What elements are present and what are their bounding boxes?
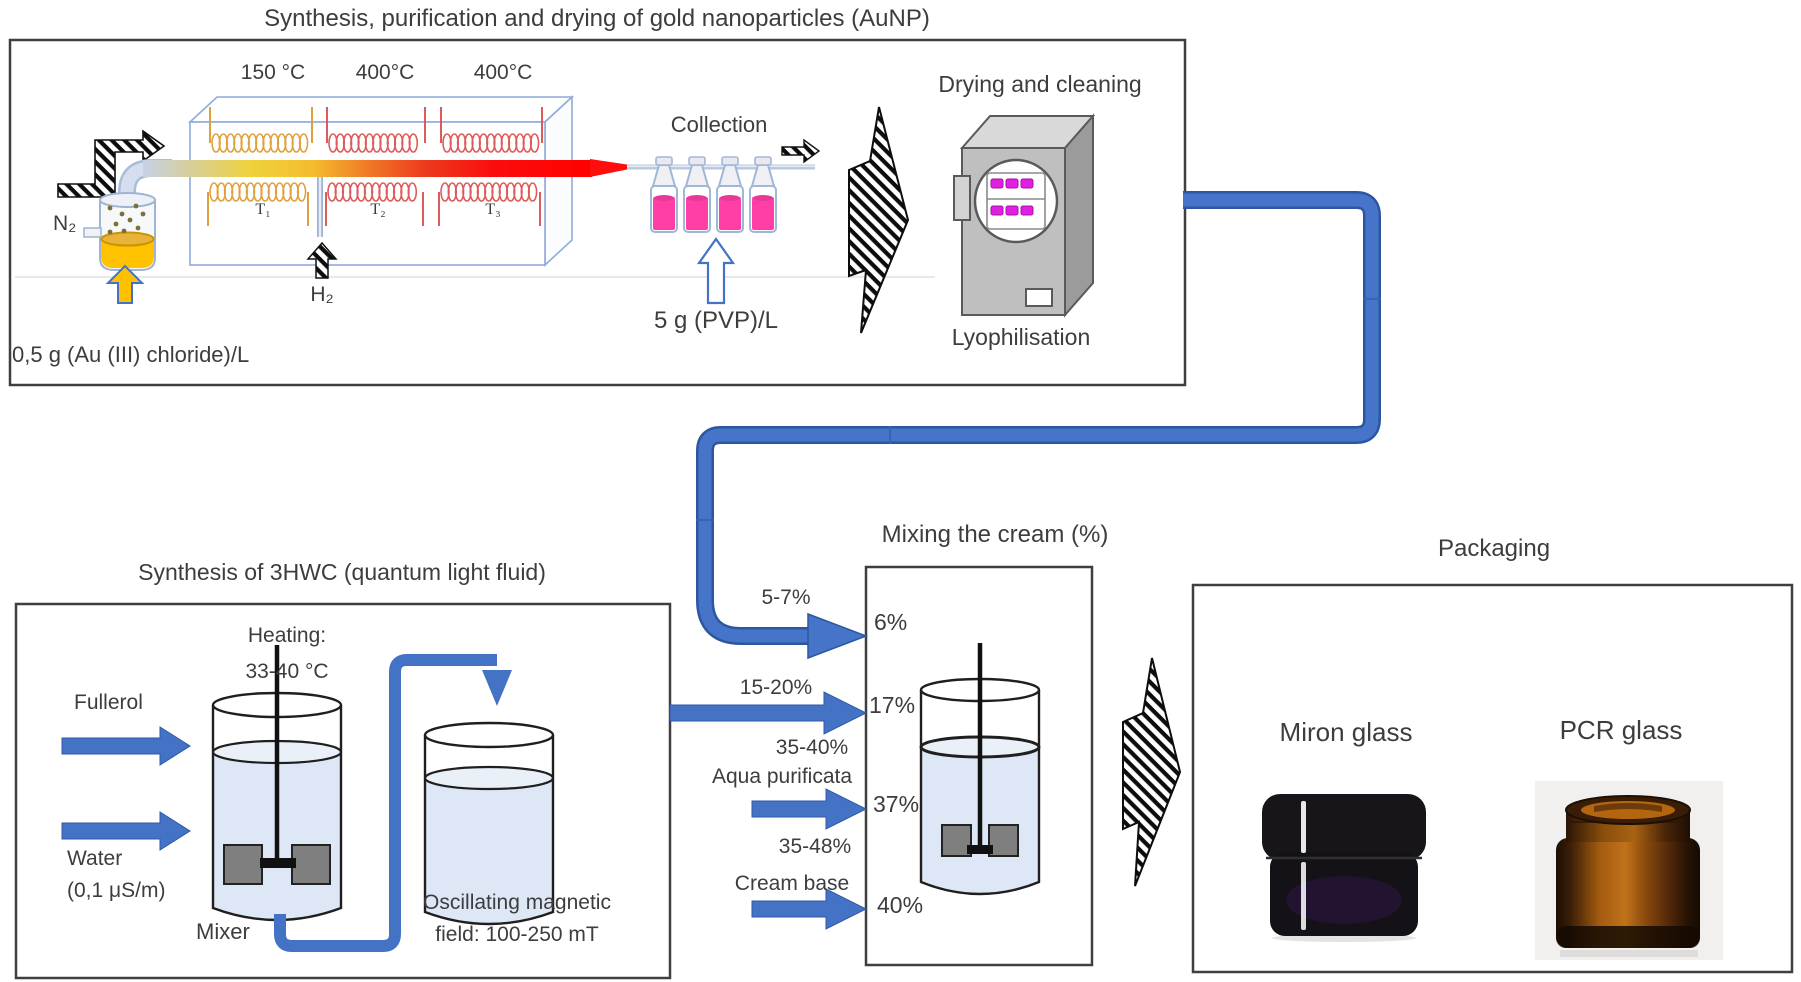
pvp-arrow-icon [696, 237, 736, 305]
hwc-box [14, 602, 672, 980]
hwc-pipe-arrowhead-icon [482, 670, 512, 706]
magnet-label-line1: Oscillating magnetic [423, 891, 611, 914]
aunp-section-title: Synthesis, purification and drying of go… [264, 5, 930, 32]
cream-base-arrow-icon [751, 888, 868, 930]
packaging-section-title: Packaging [1437, 535, 1551, 562]
input-name-cream: Cream base [734, 872, 850, 895]
stirrer-paddle [941, 824, 972, 857]
gold-feed-label: 0,5 g (Au (III) chloride)/L [12, 342, 250, 367]
furnace-temp-2: 400°C [355, 61, 415, 84]
bubbles [107, 203, 146, 235]
heating-label-line1: Heating: [247, 624, 327, 647]
aqua-arrow-icon [751, 788, 868, 830]
gold-feed-arrow-icon [105, 264, 145, 304]
pcr-glass-label: PCR glass [1559, 715, 1683, 745]
vial-trays [990, 178, 1034, 216]
n2-inlet-stub [83, 227, 102, 238]
cream-mixing-beaker [919, 643, 1041, 896]
mixer-label: Mixer [196, 919, 250, 944]
water-label-line2: (0,1 μS/m) [67, 879, 166, 902]
pct-aunp: 6% [874, 609, 908, 635]
pct-hwc: 17% [869, 692, 916, 718]
control-slot [1025, 288, 1053, 307]
furnace-zone-t1: T₁ [255, 201, 271, 218]
heating-coils [207, 107, 543, 226]
mixing-section-title: Mixing the cream (%) [881, 521, 1109, 548]
aunp-box [8, 38, 1187, 387]
section-borders [8, 38, 1794, 980]
hwc-transfer-pipe [274, 654, 512, 952]
vial [650, 156, 678, 233]
input-name-aqua: Aqua purificata [711, 765, 853, 788]
n2-label: N₂ [53, 212, 77, 235]
fullerol-label: Fullerol [74, 691, 143, 714]
pct-cream: 40% [877, 892, 924, 918]
hwc-mixing-beaker [211, 645, 343, 922]
input-range-aqua: 35-40% [775, 736, 849, 759]
packaging-box [1191, 583, 1794, 974]
h2-label: H₂ [310, 283, 334, 306]
miron-glass-jar [1262, 794, 1426, 942]
lyophilisation-label: Lyophilisation [951, 324, 1091, 350]
pct-aqua: 37% [873, 791, 920, 817]
input-range-cream: 35-48% [778, 835, 852, 858]
furnace-temp-1: 150 °C [240, 61, 306, 84]
mixing-to-packaging-flash-arrow-icon [1122, 657, 1182, 887]
fullerol-arrow-icon [61, 726, 191, 766]
furnace [187, 95, 575, 267]
furnace-zone-t3: T₃ [485, 201, 501, 218]
transfer-flash-arrow-icon [848, 106, 910, 334]
vial [749, 156, 777, 233]
pipe-arrowhead-icon [807, 612, 869, 660]
hwc-to-mixing-arrow-icon [669, 691, 868, 735]
h2-inlet [306, 177, 338, 279]
input-range-hwc: 15-20% [739, 676, 813, 699]
vial [683, 156, 711, 233]
drying-label: Drying and cleaning [938, 71, 1142, 97]
stirrer-paddle [988, 824, 1019, 857]
water-label-line1: Water [67, 847, 123, 870]
stirrer-paddle [291, 844, 331, 885]
stirrer-paddle [223, 844, 263, 885]
aunp-transfer-pipe [696, 191, 1381, 645]
pvp-label: 5 g (PVP)/L [653, 307, 779, 334]
furnace-temp-3: 400°C [473, 61, 533, 84]
hwc-settling-beaker [423, 721, 555, 926]
magnet-label-line2: field: 100-250 mT [435, 923, 599, 946]
bubbler-vessel [83, 192, 156, 271]
collection-vials [650, 156, 777, 233]
mixing-box [864, 565, 1094, 967]
lyophiliser [953, 113, 1096, 318]
vial [716, 156, 744, 233]
collection-label: Collection [670, 112, 768, 137]
h2-arrow-icon [306, 241, 338, 279]
furnace-zone-t2: T₂ [370, 201, 386, 218]
input-range-aunp: 5-7% [761, 586, 811, 609]
water-arrow-icon [61, 811, 191, 851]
hwc-section-title: Synthesis of 3HWC (quantum light fluid) [138, 559, 546, 585]
reactor-tube [143, 159, 815, 177]
miron-glass-label: Miron glass [1279, 717, 1413, 747]
pcr-glass-jar [1535, 781, 1723, 960]
door-handle [953, 175, 971, 221]
outflow-arrow-icon [781, 138, 821, 164]
heating-label-line2: 33-40 °C [245, 660, 329, 683]
